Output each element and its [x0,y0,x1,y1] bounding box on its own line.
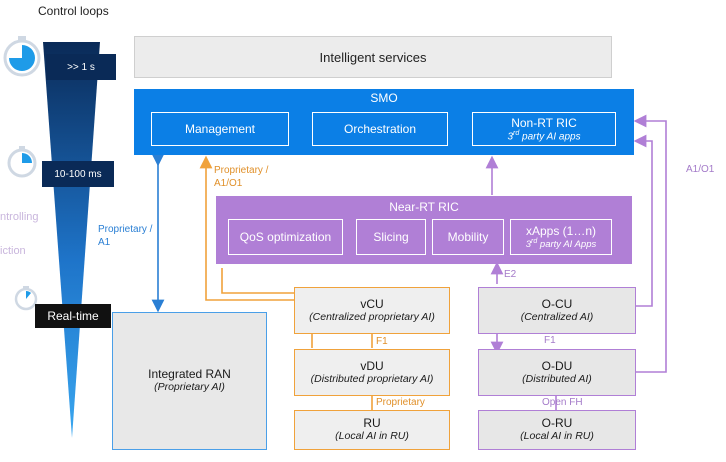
ru-box: RU (Local AI in RU) [294,410,450,450]
label-open-fh: Open FH [542,397,583,408]
o-du-subtitle: (Distributed AI) [522,372,592,385]
vcu-subtitle: (Centralized proprietary AI) [309,310,435,323]
integrated-ran-box: Integrated RAN (Proprietary AI) [112,312,267,450]
clock-realtime-icon [14,286,38,311]
mobility-box: Mobility [432,219,504,255]
arrow-ocu-nonrt [633,134,653,307]
vdu-title: vDU [360,358,384,373]
o-ru-title: O-RU [541,416,573,431]
ru-subtitle: (Local AI in RU) [335,430,409,443]
o-cu-box: O-CU (Centralized AI) [478,287,636,334]
label-f1-orange: F1 [376,336,388,347]
xapps-box: xApps (1…n) 3rd party AI Apps [510,219,612,255]
label-proprietary-a1-o1: Proprietary / A1/O1 [214,165,269,189]
label-a1-o1: A1/O1 [686,164,715,175]
qos-optimization-box: QoS optimization [228,219,343,255]
side-label-controlling: ntrolling [0,211,39,223]
near-rt-ric-title: Near-RT RIC [389,200,459,214]
vdu-box: vDU (Distributed proprietary AI) [294,349,450,396]
xapps-title: xApps (1…n) [525,223,597,238]
label-proprietary-fronthaul: Proprietary [376,397,425,408]
intelligent-services-box: Intelligent services [134,36,612,78]
orchestration-box: Orchestration [312,112,448,146]
integrated-ran-title: Integrated RAN [148,367,231,382]
o-ru-box: O-RU (Local AI in RU) [478,410,636,450]
smo-title: SMO [370,91,398,105]
vcu-box: vCU (Centralized proprietary AI) [294,287,450,334]
o-ru-subtitle: (Local AI in RU) [520,430,594,443]
integrated-ran-subtitle: (Proprietary AI) [154,381,225,394]
slicing-box: Slicing [356,219,426,255]
timescale-realtime-tag: Real-time [35,304,111,328]
label-f1-purple: F1 [544,335,556,346]
clock-medium-icon [7,146,37,178]
diagram-title: Control loops [38,4,109,18]
clock-slow-icon [3,36,41,77]
arrow-odu-nonrt [633,114,667,373]
o-cu-subtitle: (Centralized AI) [520,310,594,323]
side-label-prediction: iction [0,245,26,257]
non-rt-ric-box: Non-RT RIC 3rd party AI apps [472,112,616,146]
o-du-box: O-DU (Distributed AI) [478,349,636,396]
o-cu-title: O-CU [541,296,573,311]
label-e2: E2 [504,269,517,280]
management-box: Management [151,112,289,146]
timescale-slow-tag: >> 1 s [46,54,116,80]
arrow-vcu-smo [199,155,294,301]
smo-box: SMO Management Orchestration Non-RT RIC … [134,89,634,155]
label-proprietary-a1: Proprietary / A1 [98,224,153,248]
vcu-title: vCU [360,296,384,311]
arrow-vcu-ric [221,268,294,294]
o-du-title: O-DU [541,358,573,373]
vdu-subtitle: (Distributed proprietary AI) [310,372,434,385]
non-rt-ric-subtitle: 3rd party AI apps [507,129,581,143]
ru-title: RU [363,416,381,431]
non-rt-ric-title: Non-RT RIC [511,115,577,130]
near-rt-ric-box: Near-RT RIC QoS optimization Slicing Mob… [216,196,632,264]
timescale-medium-tag: 10-100 ms [42,161,114,187]
timescale-triangle [43,42,100,438]
xapps-subtitle: 3rd party AI Apps [525,237,597,251]
